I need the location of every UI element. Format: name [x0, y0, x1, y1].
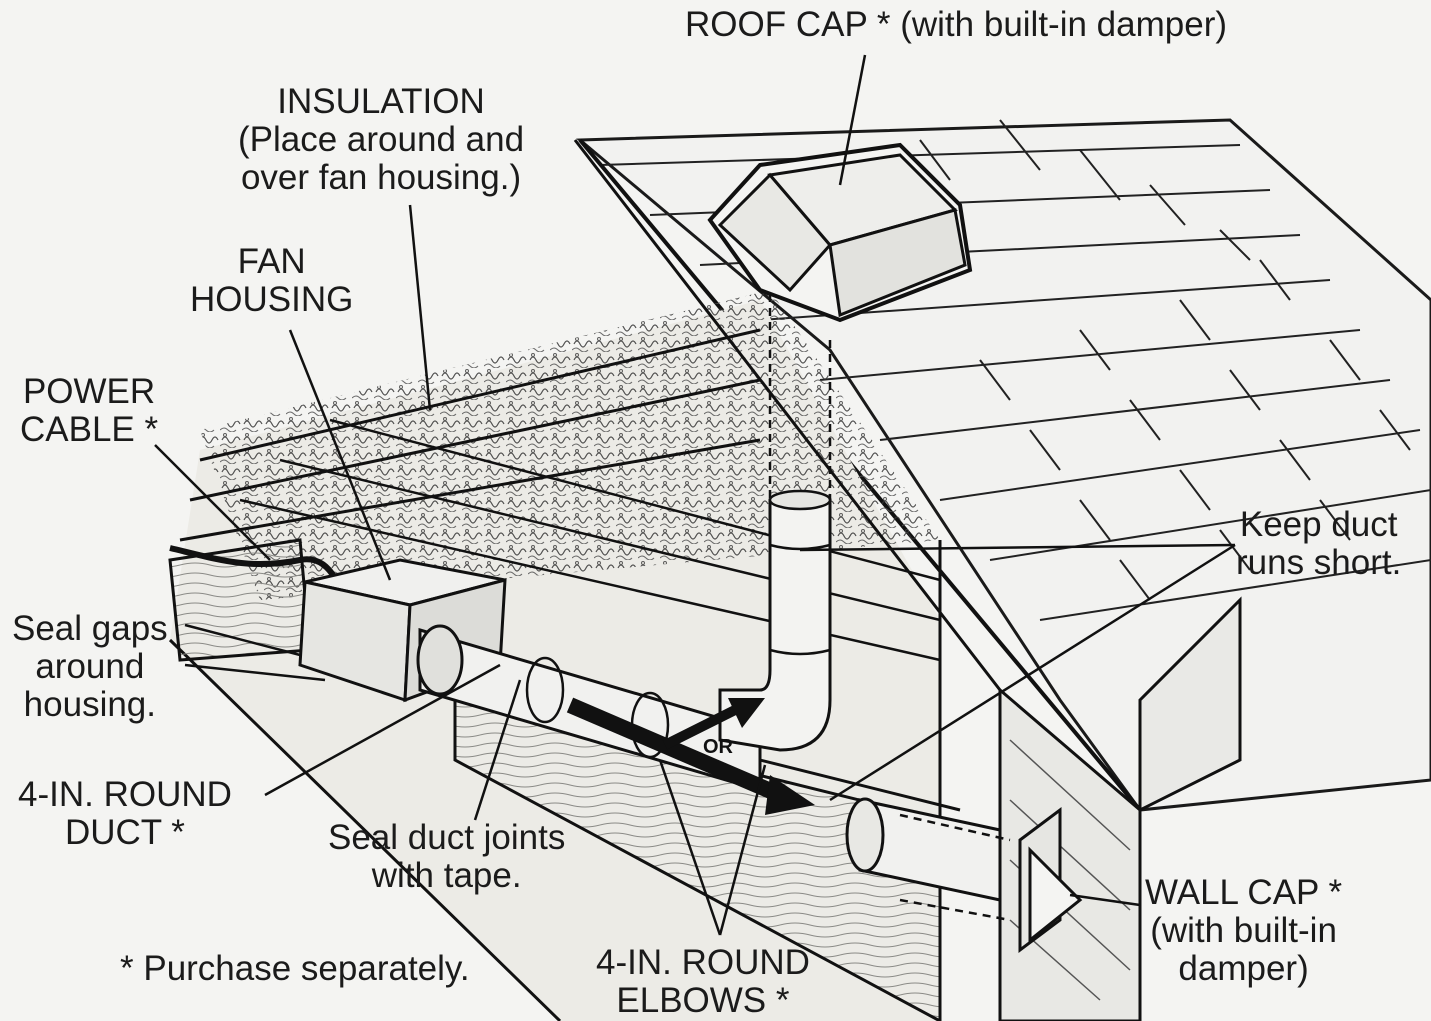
- vertical-duct-elbow: [718, 280, 832, 752]
- wall-duct: [845, 797, 1011, 922]
- airflow-arrows: [566, 697, 815, 815]
- round-elbows-label: 4-IN. ROUND ELBOWS *: [596, 943, 810, 1020]
- insulation-label: INSULATION (Place around and over fan ho…: [238, 82, 525, 197]
- attic-joists: [168, 139, 1002, 1021]
- leader-lines: [154, 54, 1236, 936]
- purchase-note: * Purchase separately.: [120, 949, 470, 988]
- wall-cap-label: WALL CAP * (with built-in damper): [1145, 873, 1343, 988]
- roof-cap-shape: [707, 142, 973, 323]
- power-cable-label: POWER CABLE *: [20, 372, 159, 449]
- round-duct-label: 4-IN. ROUND DUCT *: [18, 775, 232, 852]
- roof-cap-label: ROOF CAP * (with built-in damper): [685, 5, 1228, 44]
- power-cable: [169, 545, 338, 580]
- seal-gaps-label: Seal gaps around housing.: [12, 609, 168, 724]
- fan-housing-label: FAN HOUSING: [190, 242, 354, 319]
- wall-cap-shape: [1018, 807, 1083, 953]
- keep-short-label: Keep duct runs short.: [1236, 505, 1402, 582]
- seal-joints-label: Seal duct joints with tape.: [328, 818, 566, 895]
- or-marker: OR: [703, 736, 733, 758]
